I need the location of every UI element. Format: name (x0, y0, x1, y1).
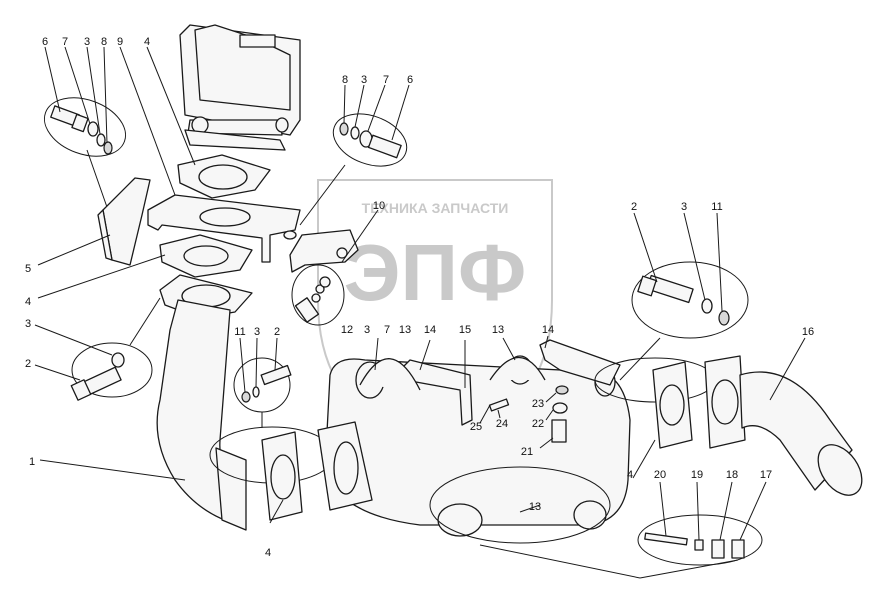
callout-label: 4 (265, 547, 271, 559)
callout-label: 21 (521, 446, 533, 458)
outlet-assembly (594, 337, 863, 496)
callout-label: 8 (342, 74, 348, 86)
callout-label: 2 (631, 201, 637, 213)
callout-label: 4 (144, 36, 150, 48)
callout-label: 11 (234, 326, 245, 338)
drain-parts (479, 385, 569, 449)
callout-label: 15 (459, 324, 471, 336)
gasket-top (177, 154, 271, 199)
callout-label: 19 (691, 469, 703, 481)
bolt-group-center (291, 209, 379, 326)
callout-label: 3 (364, 324, 370, 336)
callout-label: 16 (802, 326, 814, 338)
callout-label: 12 (341, 324, 353, 336)
callout-label: 1 (29, 456, 35, 468)
callout-label: 6 (42, 36, 48, 48)
callout-label: 17 (760, 469, 772, 481)
callout-label: 13 (399, 324, 411, 336)
callout-label: 7 (383, 74, 389, 86)
callout-label: 13 (529, 501, 541, 513)
callout-label: 4 (627, 469, 633, 481)
pins-group (637, 481, 767, 566)
watermark-top-text: ТЕХНИКА ЗАПЧАСТИ (362, 200, 509, 216)
bracket-9 (147, 194, 301, 263)
callout-label: 11 (711, 201, 722, 213)
callout-label: 20 (654, 469, 666, 481)
bolt-group-right (619, 212, 749, 381)
bolt-group-top-right (299, 84, 410, 226)
bolt-group-top-left (43, 46, 127, 211)
watermark: ТЕХНИКА ЗАПЧАСТИ ЭПФ (317, 179, 553, 447)
callout-label: 2 (274, 326, 280, 338)
callout-label: 18 (726, 469, 738, 481)
callout-label: 14 (424, 324, 436, 336)
extra-leaders (37, 46, 656, 524)
callout-label: 24 (496, 418, 508, 430)
bolt-group-pipe (233, 337, 292, 428)
clamps-13 (359, 337, 739, 579)
callout-label: 7 (384, 324, 390, 336)
intake-pipe-1 (156, 274, 253, 531)
callout-label: 14 (542, 324, 554, 336)
gasket-lower (209, 426, 335, 521)
callout-label: 3 (254, 326, 260, 338)
bracket-5 (97, 177, 151, 266)
bolt-group-left (34, 297, 161, 401)
callout-label: 2 (25, 358, 31, 370)
callout-label: 10 (373, 200, 385, 212)
callout-label: 25 (470, 421, 482, 433)
rain-cap (179, 24, 301, 151)
callout-label: 9 (117, 36, 123, 48)
callout-label: 13 (492, 324, 504, 336)
callout-label: 3 (25, 318, 31, 330)
callout-label: 23 (532, 398, 544, 410)
callout-label: 4 (25, 296, 31, 308)
callout-label: 5 (25, 263, 31, 275)
callout-label: 3 (84, 36, 90, 48)
watermark-big-text: ЭПФ (344, 228, 527, 317)
callout-label: 8 (101, 36, 107, 48)
gasket-middle (159, 234, 253, 278)
callout-labels: 6 7 3 8 9 4 8 3 7 6 10 5 4 3 2 11 3 2 12… (25, 36, 814, 559)
callout-label: 22 (532, 418, 544, 430)
bracket-10 (289, 229, 359, 273)
callout-label: 3 (681, 201, 687, 213)
callout-label: 7 (62, 36, 68, 48)
callout-label: 6 (407, 74, 413, 86)
callout-label: 3 (361, 74, 367, 86)
